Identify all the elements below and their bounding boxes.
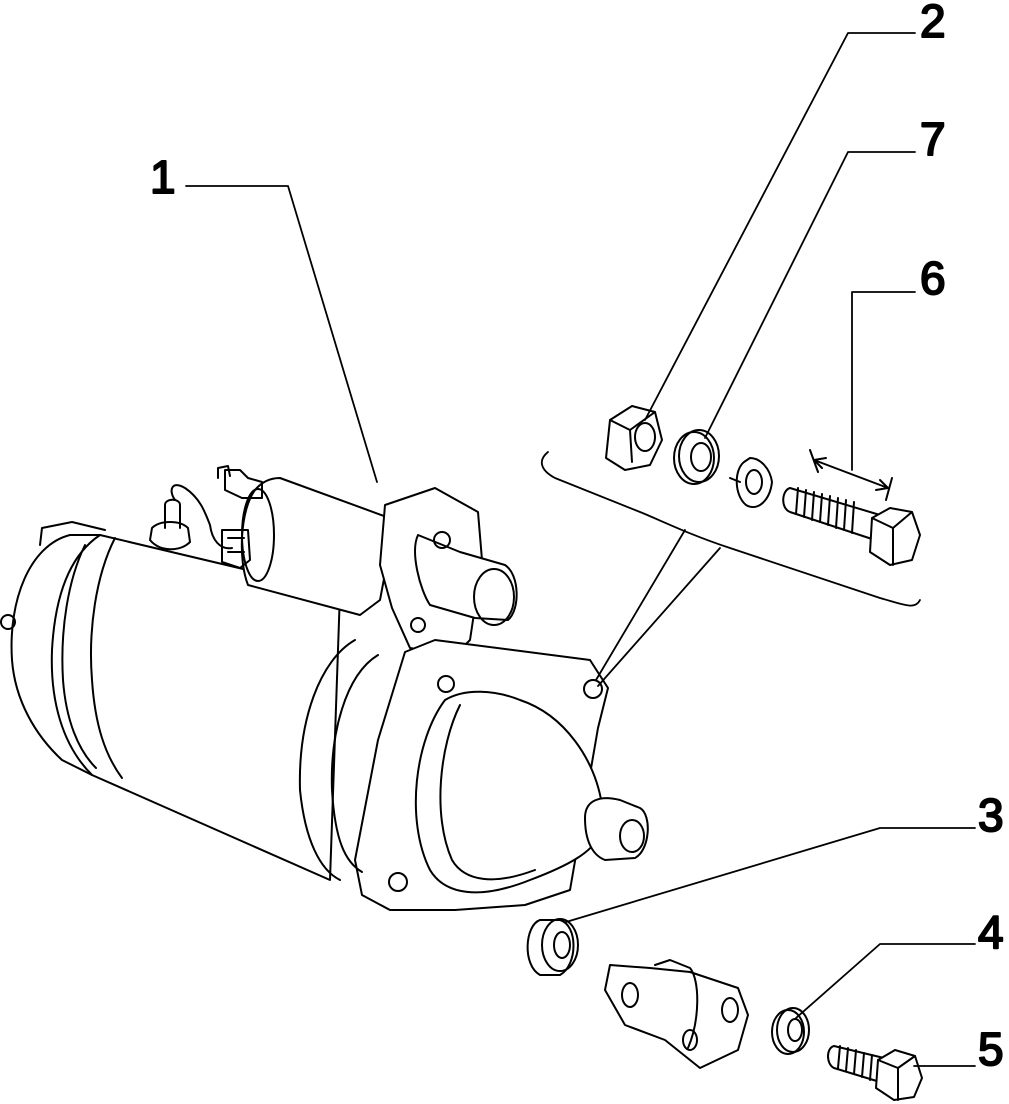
- lock-washer-split: [730, 478, 740, 482]
- body-terminal-stud: [165, 500, 180, 528]
- group-bracket-line: [542, 452, 920, 606]
- group-leader-lines: [596, 530, 720, 686]
- housing-ear-hole: [584, 680, 602, 698]
- flat-washer: [674, 430, 719, 484]
- solenoid-end: [242, 489, 274, 581]
- leader-lines: [186, 33, 975, 1066]
- hex-nut: [606, 406, 662, 470]
- flange-lower-hole: [411, 618, 425, 632]
- solenoid-terminal-upper-stud: [218, 466, 230, 478]
- support-bracket-hole-left: [622, 983, 638, 1007]
- dimension-arrow: [810, 450, 892, 500]
- short-bolt: [828, 1046, 922, 1100]
- leader-7: [705, 152, 915, 438]
- solenoid-terminal-upper: [225, 470, 262, 498]
- spacer-bushing: [528, 919, 578, 975]
- solenoid-terminal-lower: [222, 530, 250, 568]
- callout-2: 2: [920, 0, 946, 47]
- spacer-bushing-face: [542, 919, 578, 971]
- flange-post-end: [474, 569, 514, 625]
- callout-3: 3: [978, 789, 1004, 841]
- lock-washer-ring: [737, 458, 772, 507]
- callout-5: 5: [978, 1023, 1004, 1075]
- spacer-bushing-hole: [554, 932, 570, 958]
- terminal-cable: [172, 485, 232, 548]
- motor-rear-cap-rim: [40, 522, 105, 545]
- long-bolt-shank: [783, 488, 880, 540]
- long-bolt-head: [870, 508, 920, 565]
- flange-upper-post: [415, 535, 517, 620]
- long-bolt-thread: [796, 488, 854, 533]
- callout-4: 4: [978, 906, 1004, 958]
- drive-housing-ring: [300, 640, 355, 880]
- housing-hole-bottom: [389, 873, 407, 891]
- hex-nut-bore: [635, 423, 655, 451]
- leader-6: [852, 292, 915, 470]
- pinion-shaft: [585, 798, 648, 860]
- pinion-nose-inner: [440, 705, 535, 879]
- callout-1: 1: [150, 151, 176, 203]
- leader-4: [796, 944, 975, 1018]
- short-bolt-head-edge: [878, 1056, 915, 1100]
- starter-motor: [1, 466, 648, 910]
- flat-washer-rim: [679, 430, 719, 482]
- hex-nut-edges: [610, 412, 655, 462]
- leader-2: [645, 33, 915, 420]
- washer: [772, 1008, 809, 1054]
- long-bolt: [783, 450, 920, 565]
- lock-washer: [730, 458, 772, 507]
- pinion-shaft-tip: [620, 820, 644, 852]
- leader-1: [186, 186, 377, 482]
- spacer-bushing-body: [528, 920, 574, 975]
- support-bracket: [605, 960, 748, 1068]
- long-bolt-head-edge: [872, 512, 912, 565]
- support-bracket-hole-bottom: [683, 1030, 697, 1050]
- motor-body: [52, 535, 340, 880]
- washer-rim: [777, 1008, 809, 1052]
- short-bolt-thread: [838, 1046, 872, 1080]
- hex-nut-body: [606, 406, 662, 470]
- lock-washer-hole: [746, 470, 762, 494]
- solenoid-body: [242, 478, 395, 615]
- leader-3: [566, 828, 975, 922]
- motor-body-band: [62, 545, 96, 768]
- rear-screw: [1, 615, 15, 629]
- support-bracket-boss: [655, 960, 697, 1048]
- flange-upper-hole: [434, 532, 450, 548]
- callout-6: 6: [920, 252, 946, 304]
- drive-housing-ring-inner: [332, 655, 378, 872]
- washer-hole: [788, 1019, 802, 1041]
- housing-hole-top: [438, 676, 454, 692]
- body-terminal: [150, 522, 190, 549]
- support-bracket-body: [605, 965, 748, 1068]
- support-bracket-hole-right: [722, 998, 738, 1022]
- solenoid-terminal-lower-nut: [228, 538, 244, 552]
- flat-washer-hole: [691, 443, 711, 471]
- motor-body-band-2: [91, 538, 122, 778]
- pinion-nose-cone: [416, 692, 602, 893]
- callout-7: 7: [920, 113, 946, 165]
